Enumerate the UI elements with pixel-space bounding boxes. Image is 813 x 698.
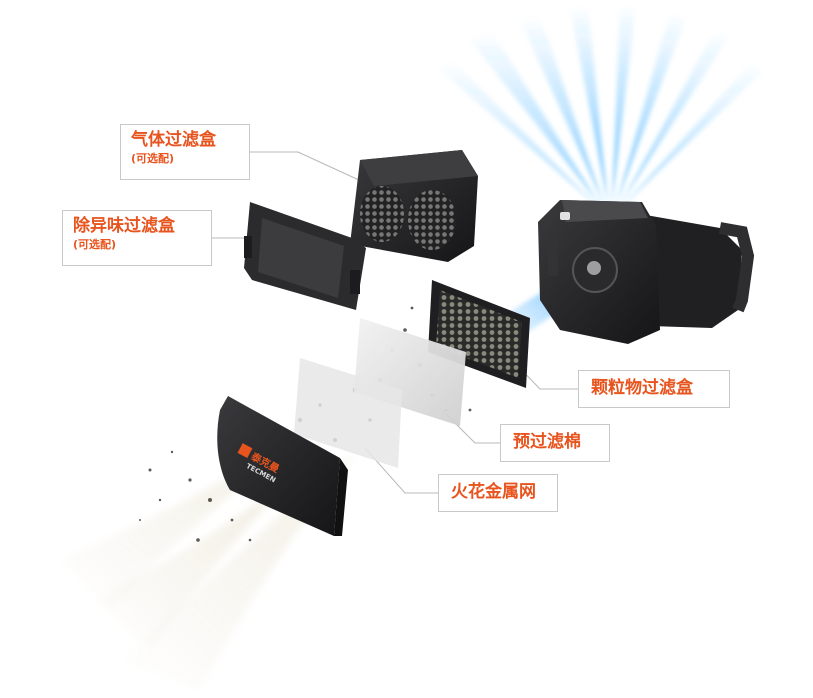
gas-filter-cartridge (350, 150, 478, 262)
brand-logo-icon (237, 443, 253, 459)
callout-note: (可选配) (131, 151, 175, 165)
respirator-unit (538, 200, 755, 344)
callout-pre-filter: 预过滤棉 (500, 424, 610, 462)
power-button-icon (560, 212, 570, 220)
callout-title: 颗粒物过滤盒 (591, 378, 693, 398)
callout-title: 预过滤棉 (513, 432, 581, 452)
callout-gas-filter: 气体过滤盒 (可选配) (120, 124, 250, 180)
callout-note: (可选配) (73, 237, 117, 251)
odor-filter-cartridge (244, 202, 366, 310)
callout-title: 除异味过滤盒 (73, 216, 175, 236)
callout-spark-mesh: 火花金属网 (438, 474, 558, 512)
spark-arrest-mesh (294, 358, 402, 468)
callout-title: 气体过滤盒 (131, 130, 216, 150)
clean-air-rays (440, 4, 762, 207)
callout-title: 火花金属网 (451, 482, 536, 502)
callout-particle-filter: 颗粒物过滤盒 (578, 370, 730, 408)
callout-odor-filter: 除异味过滤盒 (可选配) (62, 210, 212, 266)
front-cover: 泰克曼 TECMEN (217, 396, 348, 536)
